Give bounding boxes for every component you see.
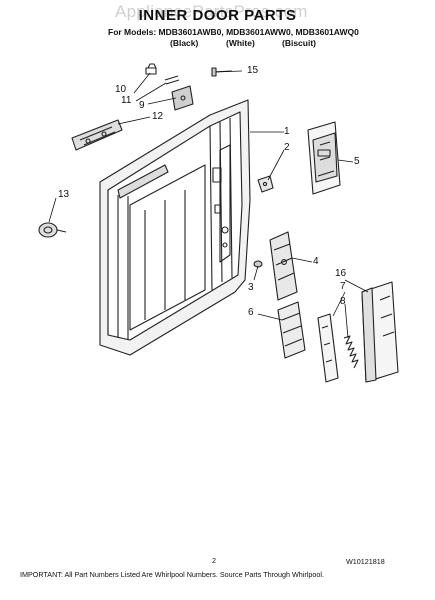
- part-16-panel: [361, 281, 399, 383]
- part-5-latch: [307, 121, 341, 195]
- part-12-bracket: [71, 119, 123, 151]
- watermark: AppliancePartsPros.com: [115, 2, 308, 21]
- part-4-hinge: [269, 231, 298, 301]
- part-6-vent: [277, 301, 306, 359]
- callout-8: 8: [340, 296, 346, 307]
- page-title: INNER DOOR PARTS: [138, 7, 297, 24]
- part-2-bracket: [257, 175, 274, 193]
- callout-12: 12: [152, 111, 164, 122]
- callout-7: 7: [340, 281, 346, 292]
- callout-3: 3: [248, 282, 254, 293]
- callout-11: 11: [121, 95, 132, 106]
- callout-9: 9: [139, 100, 145, 111]
- footer-note: IMPORTANT: All Part Numbers Listed Are W…: [20, 570, 324, 579]
- inner-door-panel: [99, 99, 251, 356]
- callout-16: 16: [335, 268, 347, 279]
- callout-15: 15: [247, 65, 259, 76]
- part-10-11-clips: [145, 63, 180, 85]
- callout-1: 1: [284, 126, 290, 137]
- color-label-white: (White): [226, 38, 255, 48]
- page-number: 2: [212, 556, 216, 565]
- callout-4: 4: [313, 256, 319, 267]
- part-7-rail: [317, 313, 339, 383]
- document-number: W10121818: [346, 557, 385, 566]
- callout-6: 6: [248, 307, 254, 318]
- part-8-spring: [343, 335, 359, 369]
- part-13-knob: [38, 222, 67, 238]
- callout-2: 2: [284, 142, 290, 153]
- part-9-plate: [171, 85, 194, 111]
- callout-13: 13: [58, 189, 70, 200]
- color-label-black: (Black): [170, 38, 199, 48]
- callout-5: 5: [354, 156, 360, 167]
- color-label-biscuit: (Biscuit): [282, 38, 316, 48]
- models-line: For Models: MDB3601AWB0, MDB3601AWW0, MD…: [108, 27, 359, 37]
- callout-10: 10: [115, 84, 127, 95]
